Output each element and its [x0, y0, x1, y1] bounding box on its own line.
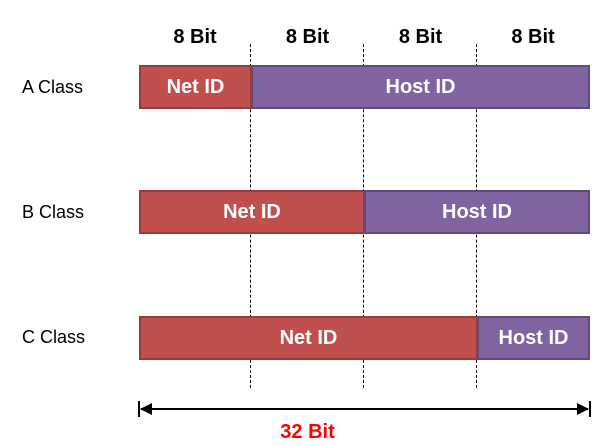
a-class-net-id-label: Net ID: [166, 75, 225, 98]
total-bits-label: 32 Bit: [280, 421, 335, 443]
row-label-a-class: A Class: [22, 77, 84, 97]
octet-label-3: 8 Bit: [398, 26, 443, 48]
a-class-net-id-segment: Net ID: [139, 65, 252, 109]
b-class-host-id-label: Host ID: [442, 200, 512, 223]
b-class-net-id-segment: Net ID: [139, 190, 365, 234]
total-width-arrow: [138, 401, 591, 417]
row-label-c-class: C Class: [22, 327, 86, 347]
c-class-host-id-label: Host ID: [498, 326, 569, 349]
octet-label-1: 8 Bit: [173, 26, 217, 48]
c-class-host-id-segment: Host ID: [477, 316, 590, 360]
a-class-host-id-segment: Host ID: [251, 65, 590, 109]
c-class-net-id-segment: Net ID: [139, 316, 478, 360]
row-label-b-class: B Class: [22, 202, 85, 222]
arrow-right-head: [577, 403, 589, 415]
b-class-host-id-segment: Host ID: [364, 190, 590, 234]
arrow-left-head: [140, 403, 152, 415]
octet-label-4: 8 Bit: [511, 26, 555, 48]
b-class-net-id-label: Net ID: [223, 200, 281, 223]
c-class-net-id-label: Net ID: [279, 326, 338, 349]
octet-label-2: 8 Bit: [285, 26, 330, 48]
a-class-host-id-label: Host ID: [385, 75, 456, 98]
